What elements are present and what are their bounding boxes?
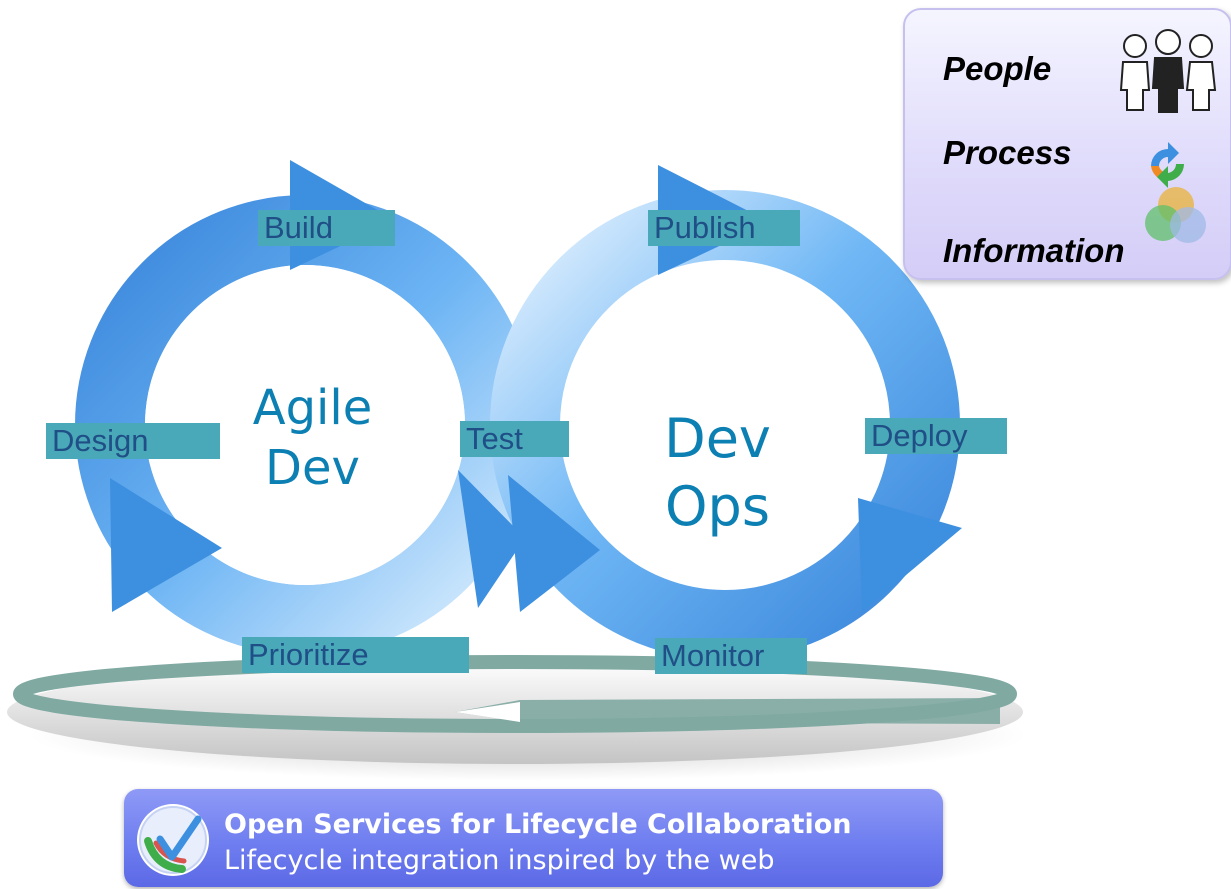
process-cycle-icon — [1151, 142, 1184, 188]
devops-title-line2: Ops — [665, 475, 770, 538]
oslc-subtitle: Lifecycle integration inspired by the we… — [224, 845, 775, 876]
devops-title-line1: Dev — [664, 407, 771, 470]
stage-label-publish: Publish — [648, 210, 800, 246]
legend-information-label: Information — [943, 232, 1125, 269]
oslc-banner: Open Services for Lifecycle Collaboratio… — [124, 789, 943, 887]
stage-label-monitor: Monitor — [655, 638, 807, 674]
oslc-logo-icon — [137, 804, 209, 876]
legend-panel: People Process Information — [903, 8, 1231, 280]
legend-process-label: Process — [943, 134, 1072, 171]
stage-label-build: Build — [258, 210, 395, 246]
platform-ring — [7, 655, 1028, 781]
stage-label-test: Test — [460, 421, 569, 457]
oslc-title: Open Services for Lifecycle Collaboratio… — [224, 809, 852, 840]
people-icon — [1119, 29, 1217, 113]
stage-label-deploy: Deploy — [865, 418, 1007, 454]
agile-dev-title: Agile Dev — [230, 378, 395, 498]
agile-dev-title-line2: Dev — [265, 440, 360, 496]
legend-people-label: People — [943, 50, 1052, 87]
information-venn-icon — [1145, 187, 1206, 243]
stage-label-prioritize: Prioritize — [242, 637, 469, 673]
devops-title: Dev Ops — [630, 405, 805, 541]
stage-label-design: Design — [46, 423, 220, 459]
agile-dev-title-line1: Agile — [252, 380, 373, 436]
